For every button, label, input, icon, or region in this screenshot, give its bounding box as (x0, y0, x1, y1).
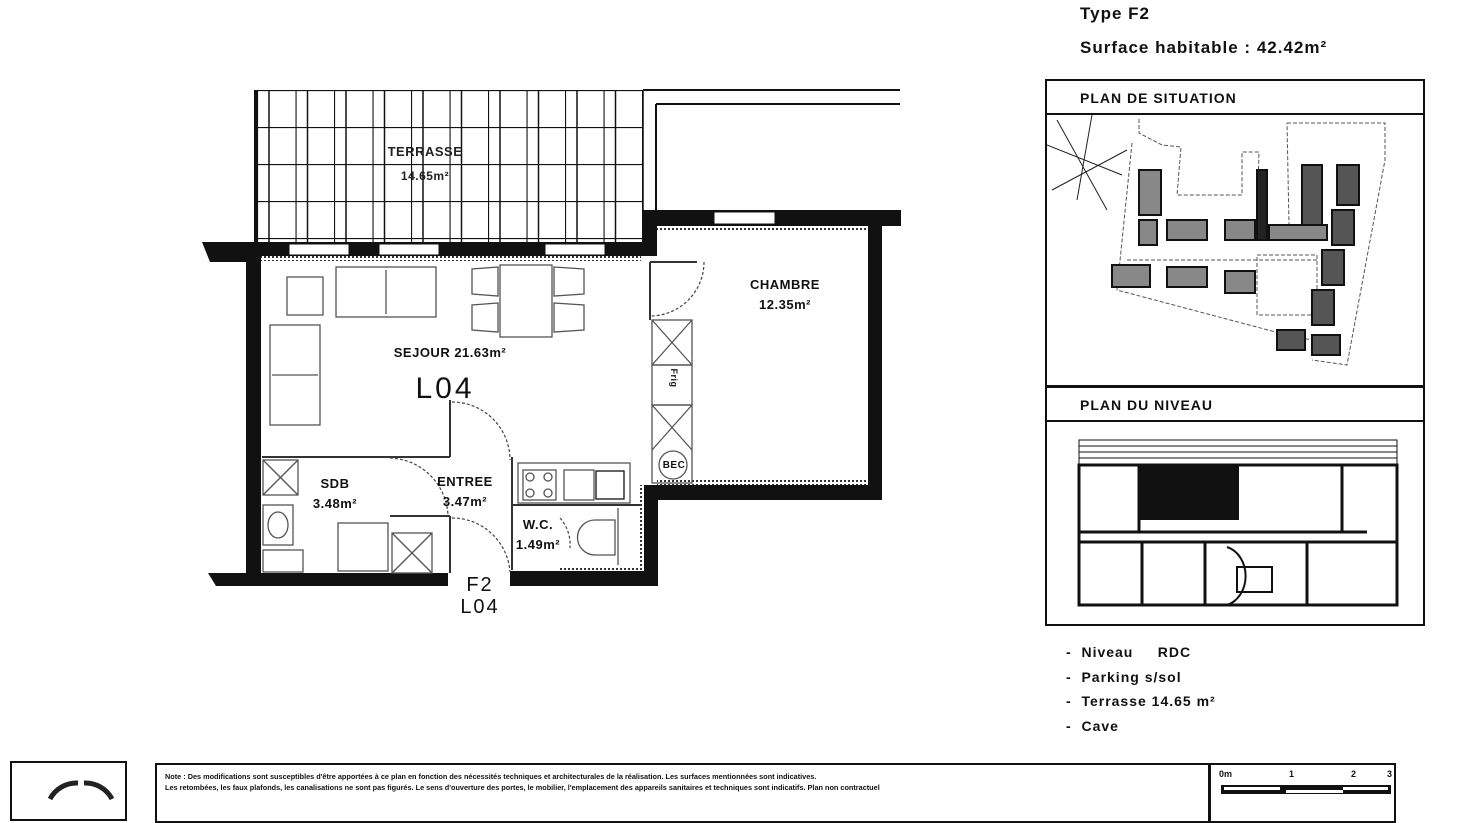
note-line-1: Note : Des modifications sont susceptibl… (165, 772, 817, 781)
site-map (1046, 114, 1386, 366)
insulation (261, 226, 868, 571)
doors (389, 261, 705, 573)
logo (10, 761, 127, 821)
unit-code: F2 L04 (460, 574, 500, 618)
compass-icon (1046, 114, 1128, 211)
chambre-label: CHAMBRE 12.35m² (750, 277, 820, 312)
info-cave: Cave (1066, 714, 1216, 739)
fridge-label: Frig (669, 368, 679, 388)
bec-label: BEC (662, 460, 686, 471)
apartment-type: Type F2 (1080, 4, 1150, 23)
wc-label: W.C. 1.49m² (515, 517, 561, 552)
unit-info-list: Niveau RDC Parking s/sol Terrasse 14.65 … (1066, 640, 1216, 738)
windows (288, 211, 776, 256)
info-terrace: Terrasse 14.65 m² (1066, 689, 1216, 714)
level-map (1077, 439, 1399, 607)
terrace-label: TERRASSE 14.65m² (387, 144, 463, 183)
scale-ruler (1221, 785, 1391, 794)
situation-panel: PLAN DE SITUATION (1045, 79, 1425, 387)
sdb-label: SDB 3.48m² (312, 476, 358, 511)
partitions (262, 261, 697, 573)
buildings (1111, 164, 1360, 356)
living-surface: Surface habitable : 42.42m² (1080, 38, 1328, 57)
logo-circle-icon (47, 780, 115, 801)
sejour-label: SEJOUR 21.63m² (393, 345, 507, 360)
entree-label: ENTREE 3.47m² (437, 474, 493, 509)
floor-plan (202, 89, 901, 586)
situation-title: PLAN DE SITUATION (1047, 81, 1423, 115)
scale-label-2: 2 (1351, 769, 1357, 779)
disclaimer-note: Note : Des modifications sont susceptibl… (155, 763, 1210, 823)
info-parking: Parking s/sol (1066, 665, 1216, 690)
terrace (254, 89, 900, 242)
level-panel: PLAN DU NIVEAU (1045, 386, 1425, 626)
info-level: Niveau RDC (1066, 640, 1216, 665)
scale-label-0: 0m (1219, 769, 1233, 779)
scale-label-1: 1 (1289, 769, 1295, 779)
level-title: PLAN DU NIVEAU (1047, 388, 1423, 422)
note-line-2: Les retombées, les faux plafonds, les ca… (165, 783, 880, 792)
lot-code: L04 (415, 372, 475, 405)
scale-bar: 0m 1 2 3 (1210, 763, 1396, 823)
furniture (262, 264, 693, 574)
scale-label-3: 3 (1387, 769, 1393, 779)
